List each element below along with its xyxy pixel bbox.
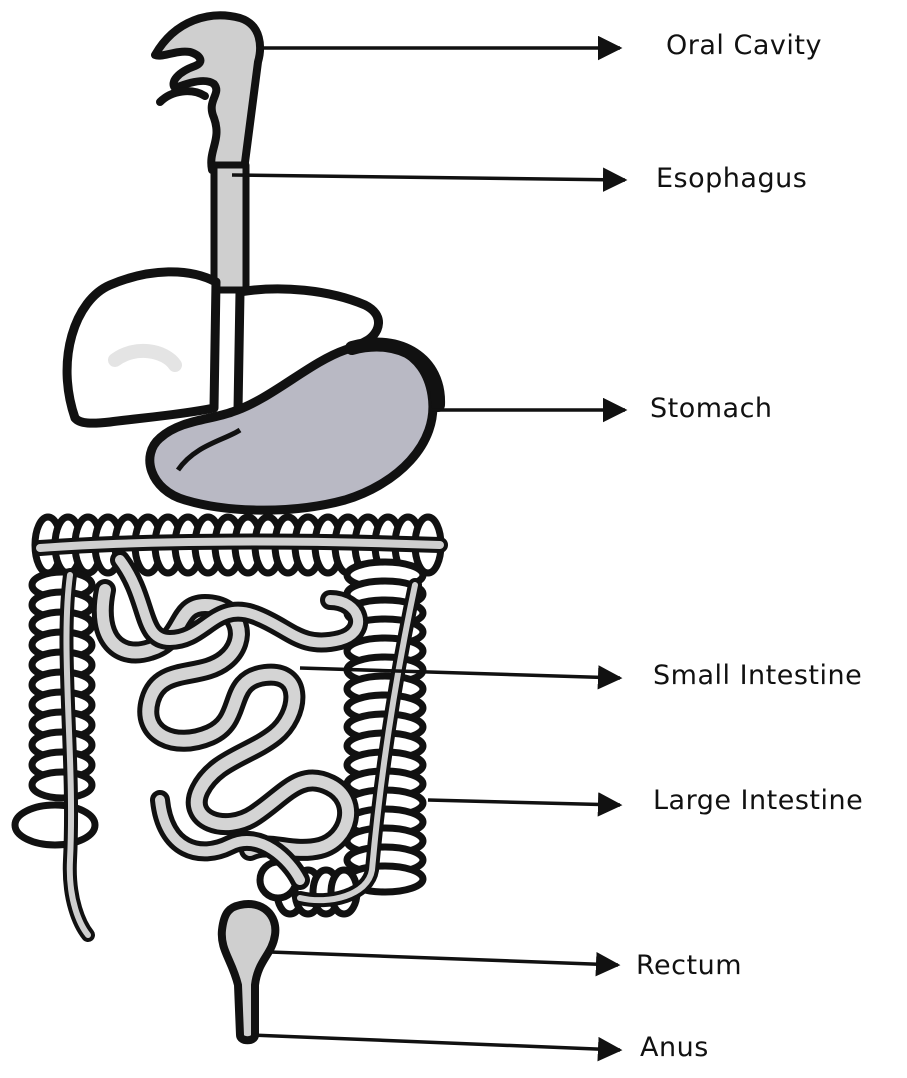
- label-large-intestine: Large Intestine: [653, 785, 863, 816]
- colon-segment: [32, 772, 92, 798]
- pointer-anus: [252, 1035, 620, 1050]
- label-esophagus: Esophagus: [656, 163, 807, 194]
- rectum-shape: [222, 904, 276, 1040]
- label-rectum: Rectum: [636, 950, 742, 981]
- colon-segment: [15, 805, 95, 845]
- pointer-esophagus: [232, 175, 625, 180]
- label-small-intestine: Small Intestine: [653, 660, 862, 691]
- small-intestine-shape: [103, 560, 358, 880]
- label-anus: Anus: [640, 1032, 709, 1063]
- label-oral-cavity: Oral Cavity: [666, 30, 822, 61]
- pointer-rectum: [270, 952, 618, 965]
- pointer-large-intestine: [428, 800, 620, 805]
- oral-cavity-shape: [155, 15, 260, 170]
- label-stomach: Stomach: [650, 393, 773, 424]
